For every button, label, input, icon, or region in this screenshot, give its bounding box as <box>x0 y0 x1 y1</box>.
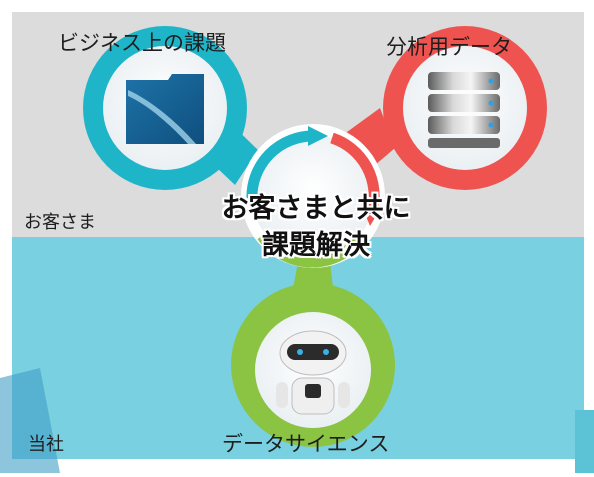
database-icon <box>428 72 500 148</box>
label-analysis-data: 分析用データ <box>386 35 512 59</box>
center-title: お客さまと共に 課題解決 <box>205 190 427 264</box>
center-title-line2: 課題解決 <box>262 230 370 261</box>
label-customer: お客さま <box>24 212 96 233</box>
center-title-line1: お客さまと共に <box>221 193 411 224</box>
center-arc-red <box>330 132 380 214</box>
bottom-accent-right <box>575 410 594 473</box>
center-arc-teal <box>246 130 315 201</box>
folder-icon <box>126 74 204 144</box>
center-circle-inner <box>252 135 374 257</box>
label-business-issue: ビジネス上の課題 <box>58 31 226 55</box>
bottom-accent-left <box>0 368 60 473</box>
label-company: 当社 <box>28 434 64 455</box>
center-arc-green <box>257 232 367 268</box>
robot-icon <box>276 330 350 415</box>
arrowhead-red <box>362 206 382 226</box>
arrowhead-teal <box>308 126 328 146</box>
label-data-science: データサイエンス <box>222 432 390 456</box>
